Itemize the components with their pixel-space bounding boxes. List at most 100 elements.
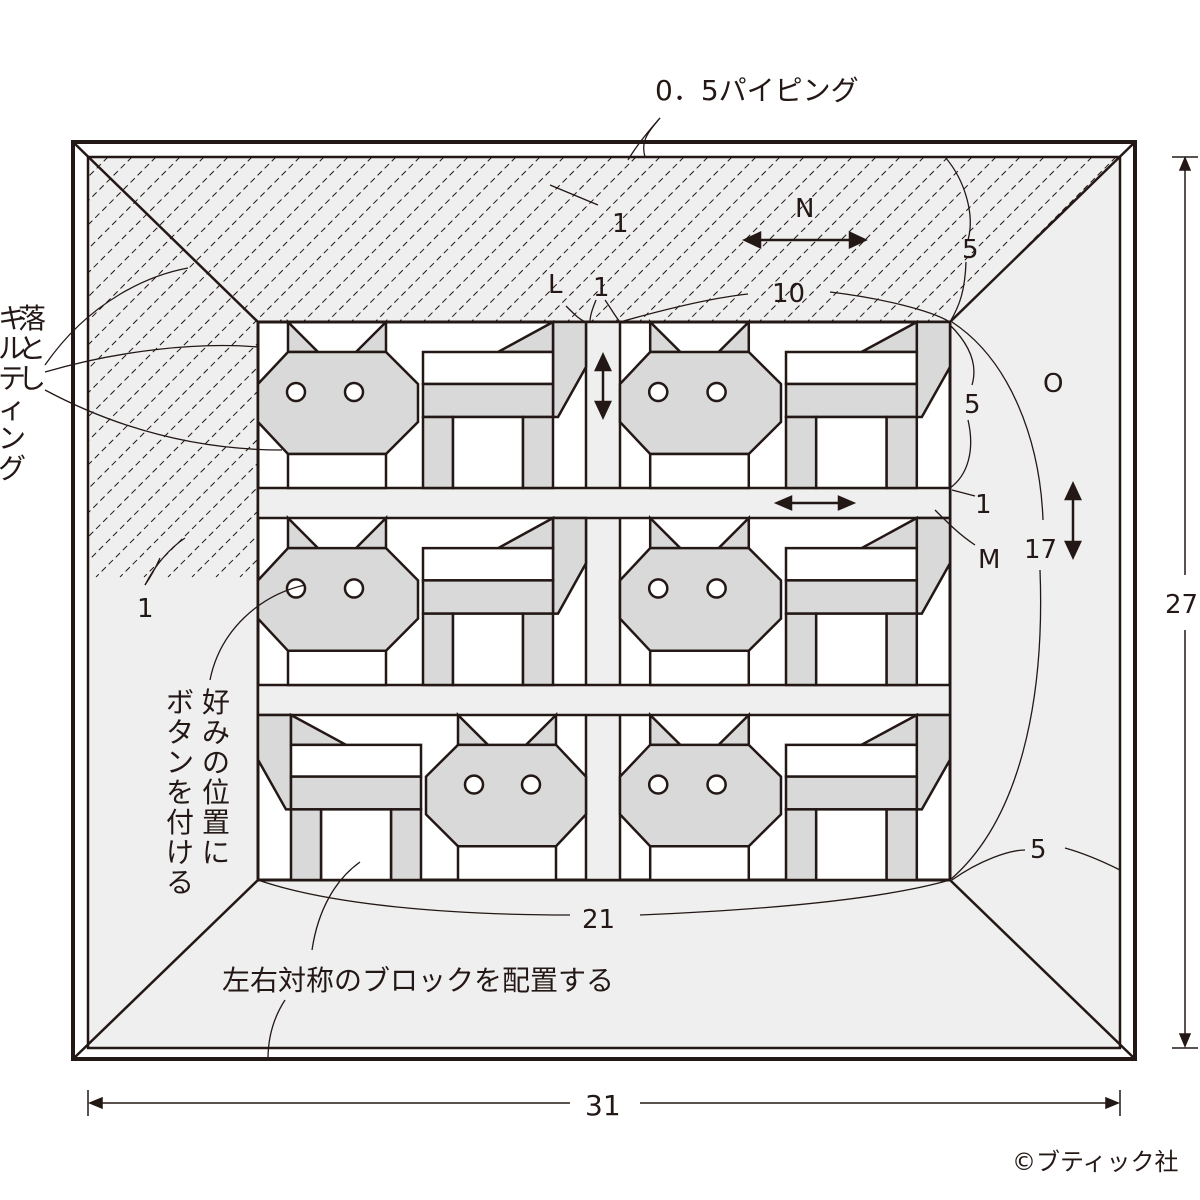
cat-gap xyxy=(816,809,886,880)
cat-gap xyxy=(321,809,391,880)
cat-gap xyxy=(453,614,523,685)
cat-leg xyxy=(523,417,553,488)
vertical-char: ン xyxy=(166,746,194,779)
piping-width-label: 1 xyxy=(612,209,629,239)
quilting-line xyxy=(88,157,469,578)
border-width-top-label: 5 xyxy=(962,235,979,265)
border-width-bottom-label: 5 xyxy=(1030,835,1047,865)
piping-label: 0．5パイピング xyxy=(655,74,859,107)
vertical-char: テ xyxy=(0,362,26,395)
quilting-line xyxy=(88,157,493,578)
vertical-char: し xyxy=(18,362,46,395)
cat-gap xyxy=(816,417,886,488)
cat-leg xyxy=(786,614,816,685)
cat-body xyxy=(786,580,917,613)
cat-block-5 xyxy=(258,715,586,880)
cat-block-6 xyxy=(620,715,950,880)
vertical-char: キ xyxy=(0,302,26,335)
cat-eye xyxy=(649,776,667,794)
row-sash-2 xyxy=(256,683,952,717)
vertical-char: 付 xyxy=(166,806,194,839)
cat-head xyxy=(426,745,586,846)
vertical-char: 落 xyxy=(18,302,46,335)
cat-leg xyxy=(423,614,453,685)
grain-arrows xyxy=(594,231,1082,560)
vertical-char: を xyxy=(166,776,194,809)
cat-leg xyxy=(786,809,816,880)
cat-leg xyxy=(887,809,917,880)
inner-height-label: 17 xyxy=(1024,535,1057,565)
vertical-char: 好 xyxy=(202,686,230,719)
cat-eye xyxy=(649,579,667,597)
cat-gap xyxy=(816,614,886,685)
outer-width-label: 31 xyxy=(585,1089,621,1122)
cat-head xyxy=(620,352,781,454)
vertical-char: に xyxy=(202,836,230,869)
block-width-label: 10 xyxy=(772,279,805,309)
vertical-char: ン xyxy=(0,422,26,455)
vertical-char: と xyxy=(18,332,46,365)
cat-leg xyxy=(291,809,321,880)
cat-leg xyxy=(786,417,816,488)
cat-chin xyxy=(288,651,386,685)
vertical-char: タ xyxy=(166,716,194,749)
cat-gap xyxy=(453,417,523,488)
cat-leg xyxy=(391,809,421,880)
cat-leg xyxy=(523,614,553,685)
vertical-char: 置 xyxy=(202,806,230,839)
mirror-note-label: 左右対称のブロックを配置する xyxy=(222,964,614,997)
border-O-label: O xyxy=(1043,369,1063,399)
vertical-char: 位 xyxy=(202,776,230,809)
quilt-spacing-label: 1 xyxy=(137,594,154,624)
cat-leg xyxy=(887,614,917,685)
border-mitres xyxy=(72,141,1136,1060)
inner-width-label: 21 xyxy=(582,905,615,935)
block-height-label: 5 xyxy=(964,390,981,420)
cat-block-4 xyxy=(620,518,950,685)
cat-stripe xyxy=(786,352,917,384)
cat-block-2 xyxy=(620,322,950,488)
cat-eye xyxy=(345,579,363,597)
cat-eye xyxy=(708,383,726,401)
cat-eye xyxy=(287,383,305,401)
quilting-line xyxy=(88,157,445,578)
cat-chin xyxy=(650,846,749,880)
cat-chin xyxy=(288,454,386,488)
cat-body xyxy=(786,777,917,810)
cat-head xyxy=(620,548,781,651)
cat-eye xyxy=(345,383,363,401)
cat-stripe xyxy=(423,352,553,384)
cat-eye xyxy=(649,383,667,401)
cat-chin xyxy=(458,846,556,880)
vertical-char: ル xyxy=(0,332,26,365)
cat-stripe xyxy=(786,745,917,777)
outer-height-label: 27 xyxy=(1165,590,1198,620)
cat-leg xyxy=(887,417,917,488)
cat-stripe xyxy=(786,548,917,580)
sash-L-label: L xyxy=(548,270,563,300)
cat-body xyxy=(423,580,553,613)
cat-eye xyxy=(465,776,483,794)
cat-body xyxy=(291,777,421,810)
row-sash-label: 1 xyxy=(975,490,992,520)
vertical-char: ィ xyxy=(0,392,26,425)
cat-eye xyxy=(708,579,726,597)
cat-body xyxy=(786,384,917,417)
cat-block-1 xyxy=(258,322,586,488)
vertical-char: る xyxy=(166,866,194,899)
quilting-line xyxy=(95,157,517,578)
cat-eye xyxy=(522,776,540,794)
cat-eye xyxy=(708,776,726,794)
vertical-char: の xyxy=(202,746,230,779)
leader-lines xyxy=(44,117,1121,1060)
cat-eye xyxy=(287,579,305,597)
cat-body xyxy=(423,384,553,417)
dimension-lines xyxy=(87,156,1198,1116)
quilting-line xyxy=(167,157,589,578)
cat-chin xyxy=(650,454,749,488)
vertical-char: グ xyxy=(0,452,26,485)
vertical-char: ボ xyxy=(166,686,194,719)
cat-chin xyxy=(650,651,749,685)
